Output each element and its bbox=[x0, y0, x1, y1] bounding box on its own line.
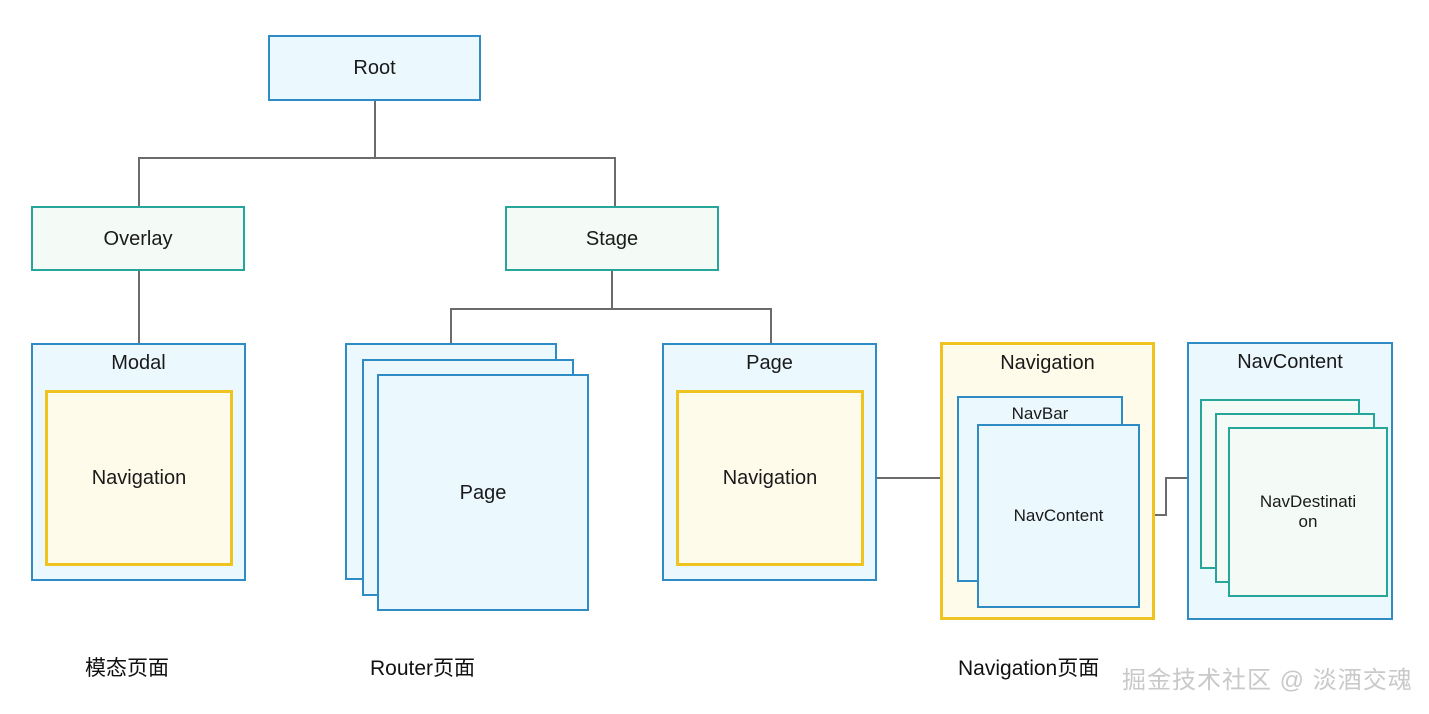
connector-bus-to-overlay bbox=[138, 157, 140, 207]
connector-navigation-to-navigation bbox=[866, 477, 943, 479]
node-overlay-label: Overlay bbox=[103, 227, 173, 250]
node-navdestination-label: NavDestinati on bbox=[1259, 491, 1357, 531]
node-stage-label: Stage bbox=[585, 227, 639, 250]
connector-bus-to-stage bbox=[614, 157, 616, 207]
connector-root-bus bbox=[138, 157, 616, 159]
connector-navcontent-seg3 bbox=[1165, 477, 1189, 479]
node-modal-navigation[interactable]: Navigation bbox=[45, 390, 233, 566]
connector-bus-to-page bbox=[770, 308, 772, 344]
node-navigation-navcontent[interactable]: NavContent bbox=[977, 424, 1140, 608]
caption-router-page: Router页面 bbox=[370, 657, 476, 680]
caption-modal-page: 模态页面 bbox=[85, 657, 169, 680]
node-root[interactable]: Root bbox=[268, 35, 481, 101]
connector-root-down bbox=[374, 100, 376, 158]
caption-navigation-page: Navigation页面 bbox=[958, 657, 1100, 680]
node-stage[interactable]: Stage bbox=[505, 206, 719, 271]
node-modal-label: Modal bbox=[111, 352, 166, 374]
connector-overlay-to-modal bbox=[138, 270, 140, 344]
connector-stage-bus bbox=[450, 308, 772, 310]
node-navigation-label: Navigation bbox=[1000, 352, 1095, 374]
node-page-navigation-label: Navigation bbox=[722, 467, 818, 489]
node-modal-navigation-label: Navigation bbox=[91, 467, 187, 489]
node-router-page-label: Page bbox=[459, 481, 507, 504]
node-root-label: Root bbox=[353, 57, 396, 79]
connector-stage-down bbox=[611, 270, 613, 309]
node-router-page[interactable]: Page bbox=[377, 374, 589, 611]
node-navbar-label: NavBar bbox=[1011, 404, 1069, 423]
node-navcontent-label: NavContent bbox=[1237, 351, 1343, 373]
node-page-navigation[interactable]: Navigation bbox=[676, 390, 864, 566]
node-page-label: Page bbox=[746, 352, 793, 374]
node-navigation-navcontent-label: NavContent bbox=[1013, 505, 1104, 525]
connector-navcontent-seg2 bbox=[1165, 477, 1167, 516]
watermark: 掘金技术社区 @ 淡酒交魂 bbox=[1122, 667, 1413, 694]
node-overlay[interactable]: Overlay bbox=[31, 206, 245, 271]
node-navdestination[interactable]: NavDestinati on bbox=[1228, 427, 1388, 597]
connector-bus-to-router-pages bbox=[450, 308, 452, 344]
